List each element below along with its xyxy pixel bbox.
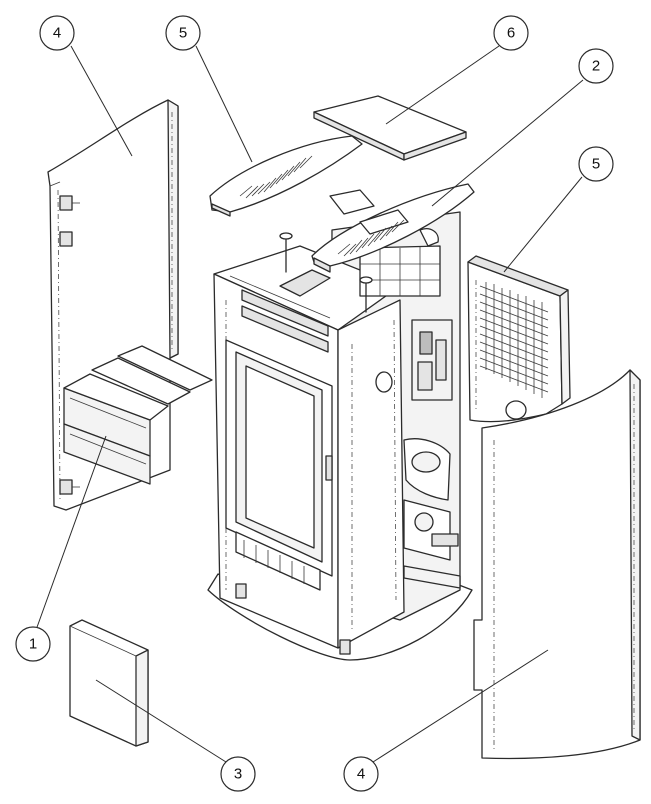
callout-label: 6 — [507, 25, 515, 42]
callout-4-bottom: 4 — [343, 756, 379, 792]
part-5-rear-perforated-panel — [467, 255, 571, 423]
callout-5-top-middle: 5 — [165, 15, 201, 51]
part-5-top-vent-cover — [209, 135, 363, 217]
callout-1-left: 1 — [15, 626, 51, 662]
callout-3-bottom: 3 — [220, 756, 256, 792]
callout-label: 5 — [179, 25, 187, 42]
perforation-pattern — [479, 282, 549, 398]
part-1-slatted-grille — [63, 345, 213, 485]
callout-label: 4 — [53, 25, 61, 42]
callout-label: 4 — [357, 766, 365, 783]
part-6-top-plate — [313, 95, 467, 161]
part-3-lower-panel — [69, 619, 149, 747]
callout-4-top-left: 4 — [39, 15, 75, 51]
leader-lines — [35, 45, 584, 763]
callout-label: 3 — [234, 766, 242, 783]
callout-label: 2 — [592, 58, 600, 75]
callout-6-top: 6 — [493, 15, 529, 51]
callout-label: 5 — [592, 156, 600, 173]
stove-main-body — [207, 211, 473, 661]
callout-2-top-right: 2 — [578, 48, 614, 84]
callout-label: 1 — [29, 636, 37, 653]
part-4-right-curved-panel — [473, 369, 641, 760]
callout-5-right: 5 — [578, 146, 614, 182]
